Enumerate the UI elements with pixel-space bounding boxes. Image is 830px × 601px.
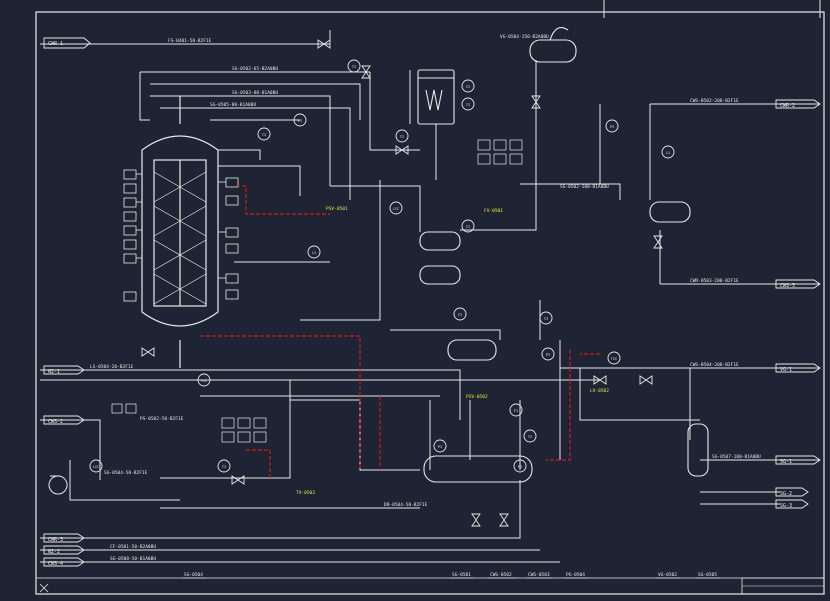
line-label: SG-0505-80-B1A0BU [210, 102, 256, 108]
instrument-tag: PI [546, 353, 550, 357]
inlet-label: CWR-1 [48, 41, 63, 47]
bottom-label: CWS-0502 [490, 572, 512, 578]
instrument-tag: LIC [93, 465, 100, 469]
inlet-label: CWR-3 [48, 537, 63, 543]
valve-tag: LV-0502 [590, 388, 609, 394]
instrument-tag: TI [466, 103, 470, 107]
line-label: LS-0504-20-B2F1E [90, 364, 134, 370]
bottom-label: VG-0502 [658, 572, 677, 578]
valves [141, 39, 663, 527]
line-label: SG-0502-100-B1A0BU [560, 184, 609, 190]
valve-tag: FV-0501 [484, 208, 503, 214]
inlet-label: CWS-2 [48, 419, 63, 425]
line-label: CWS-0504-200-B2F1E [690, 362, 739, 368]
bottom-labels: SG-0504 SG-0501 CWS-0502 CWS-0503 PG-050… [184, 572, 717, 578]
valve-tag: PSV-0501 [326, 206, 348, 212]
instrument-tag: TI [222, 465, 226, 469]
reactor-instruments [123, 169, 239, 302]
outlet-label: VG-1 [780, 367, 792, 373]
line-label: CWS-0502-200-B2F1E [690, 98, 739, 104]
bottom-label: SG-0504 [184, 572, 203, 578]
left-inlet-labels: CWR-1 N2-1 CWS-2 CWR-3 N2-2 CWS-4 [48, 41, 63, 567]
vessels [417, 27, 709, 483]
line-label: DR-0504-50-B2F1E [384, 502, 428, 508]
instrument-tag: FI [514, 409, 518, 413]
instrument-tag: LI [666, 151, 670, 155]
line-label: PS-0502-50-B2F1E [140, 416, 184, 422]
instrument-tag-text: TI PI TI TI TI TI TI TI PI PI LI LI FI T… [93, 65, 670, 469]
bottom-label: PG-0504 [566, 572, 585, 578]
instrument-tag: LI [312, 251, 316, 255]
instrument-tag: PIC [201, 379, 208, 383]
bottom-label: SG-0505 [698, 572, 717, 578]
line-label: SG-0503-80-B1A0BU [232, 90, 278, 96]
corner-mark [39, 583, 49, 593]
highlighted-lines [200, 185, 600, 478]
right-outlet-labels: CWR-2 CWS-3 VG-1 SG-1 SG-2 SG-3 [780, 103, 795, 509]
instrument-tag: TI [262, 133, 266, 137]
valve-tag: PSV-0502 [466, 394, 488, 400]
instrument-tag: PI [610, 125, 614, 129]
instrument-tag: TI [352, 65, 356, 69]
inlet-label: N2-2 [48, 549, 60, 555]
line-labels: VG-0504-150-B2A0BU FS-0401-50-B2F1E SG-0… [90, 34, 761, 562]
reactor-column [141, 96, 219, 368]
valve-tag: TV-0503 [296, 490, 315, 496]
line-label: SG-0502-65-B2A0BU [232, 66, 278, 72]
line-label: SG-0507-100-B1A0BU [712, 454, 761, 460]
valve-tags: PSV-0501 PSV-0502 FV-0501 LV-0502 TV-050… [296, 206, 609, 496]
instrument-tag: TI [400, 135, 404, 139]
line-label: SG-0504-50-B2F1E [104, 470, 148, 476]
instrument-bubbles [89, 59, 675, 473]
outlet-label: CWR-2 [780, 103, 795, 109]
instrument-tag: TI [466, 85, 470, 89]
instrument-tag: PI [298, 119, 302, 123]
inlet-label: CWS-4 [48, 561, 63, 567]
manifold-blocks [111, 139, 523, 443]
pump-symbol [48, 475, 68, 495]
instrument-tag: TI [544, 317, 548, 321]
instrument-tag: PI [518, 465, 522, 469]
outlet-label: SG-3 [780, 503, 792, 509]
inlet-label: N2-1 [48, 369, 60, 375]
outlet-label: SG-1 [780, 459, 792, 465]
drawing-border [35, 11, 825, 595]
instrument-tag: TI [466, 225, 470, 229]
outlet-label: SG-2 [780, 491, 792, 497]
instrument-tag: FI [458, 313, 462, 317]
instrument-tag: TIC [611, 357, 618, 361]
line-label: CF-0501-50-B2A0BU [110, 544, 156, 550]
instrument-tag: LIC [393, 207, 400, 211]
line-label: CWR-0503-200-B2F1E [690, 278, 739, 284]
process-lines [40, 30, 820, 563]
line-label: FS-0401-50-B2F1E [168, 38, 212, 44]
instrument-tag: PI [438, 445, 442, 449]
line-label: SG-0508-50-B1A0BU [110, 556, 156, 562]
right-outlets [775, 99, 821, 509]
bottom-label: CWS-0503 [528, 572, 550, 578]
instrument-tag: TI [528, 435, 532, 439]
bottom-label: SG-0501 [452, 572, 471, 578]
outlet-label: CWS-3 [780, 283, 795, 289]
line-label: VG-0504-150-B2A0BU [500, 34, 549, 40]
left-inlets [43, 37, 91, 567]
